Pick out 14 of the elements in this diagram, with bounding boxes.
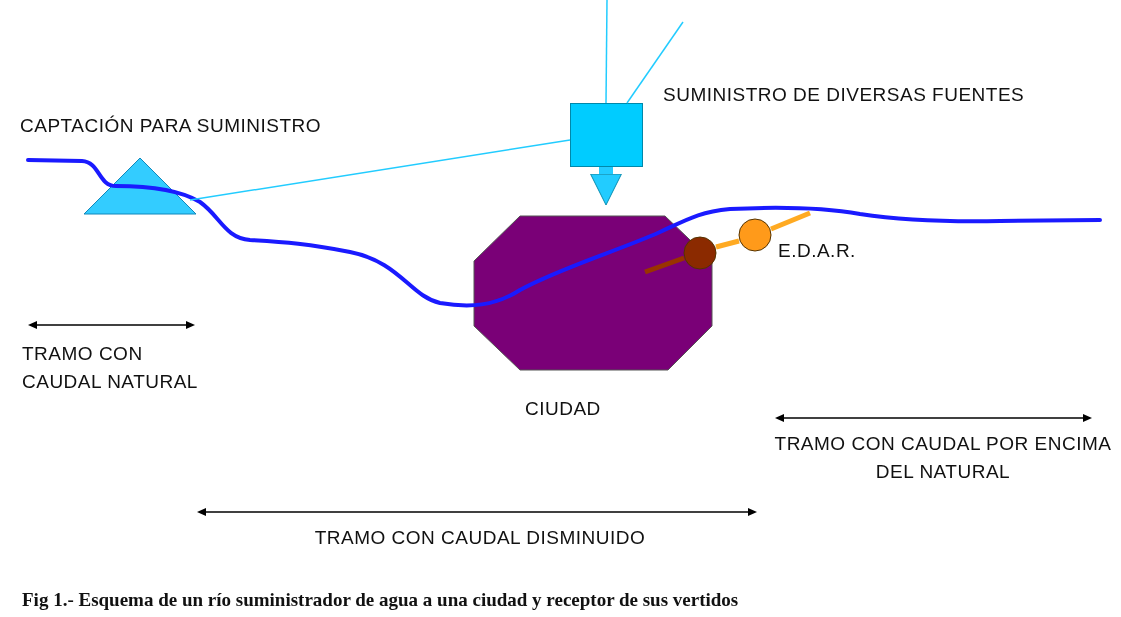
figure-caption: Fig 1.- Esquema de un río suministrador de agua a una ciudad y receptor de sus vertidos: [22, 588, 739, 612]
pipe-line: [715, 238, 740, 250]
section-label: TRAMO CON CAUDAL DISMINUIDO: [313, 526, 647, 550]
node-label: CIUDAD: [525, 398, 601, 420]
section-label: TRAMO CON CAUDAL POR ENCIMA DEL NATURAL: [773, 432, 1113, 484]
node-label: E.D.A.R.: [778, 240, 856, 262]
node-label: CAPTACIÓN PARA SUMINISTRO: [20, 115, 322, 137]
supply-line: [189, 139, 571, 201]
block-arrow: [590, 167, 622, 206]
supply-line: [605, 0, 608, 104]
supply-line: [626, 21, 684, 104]
pipe-line: [644, 255, 685, 275]
section-label: TRAMO CON CAUDAL NATURAL: [22, 342, 199, 394]
node-label: SUMINISTRO DE DIVERSAS FUENTES: [663, 84, 1025, 106]
